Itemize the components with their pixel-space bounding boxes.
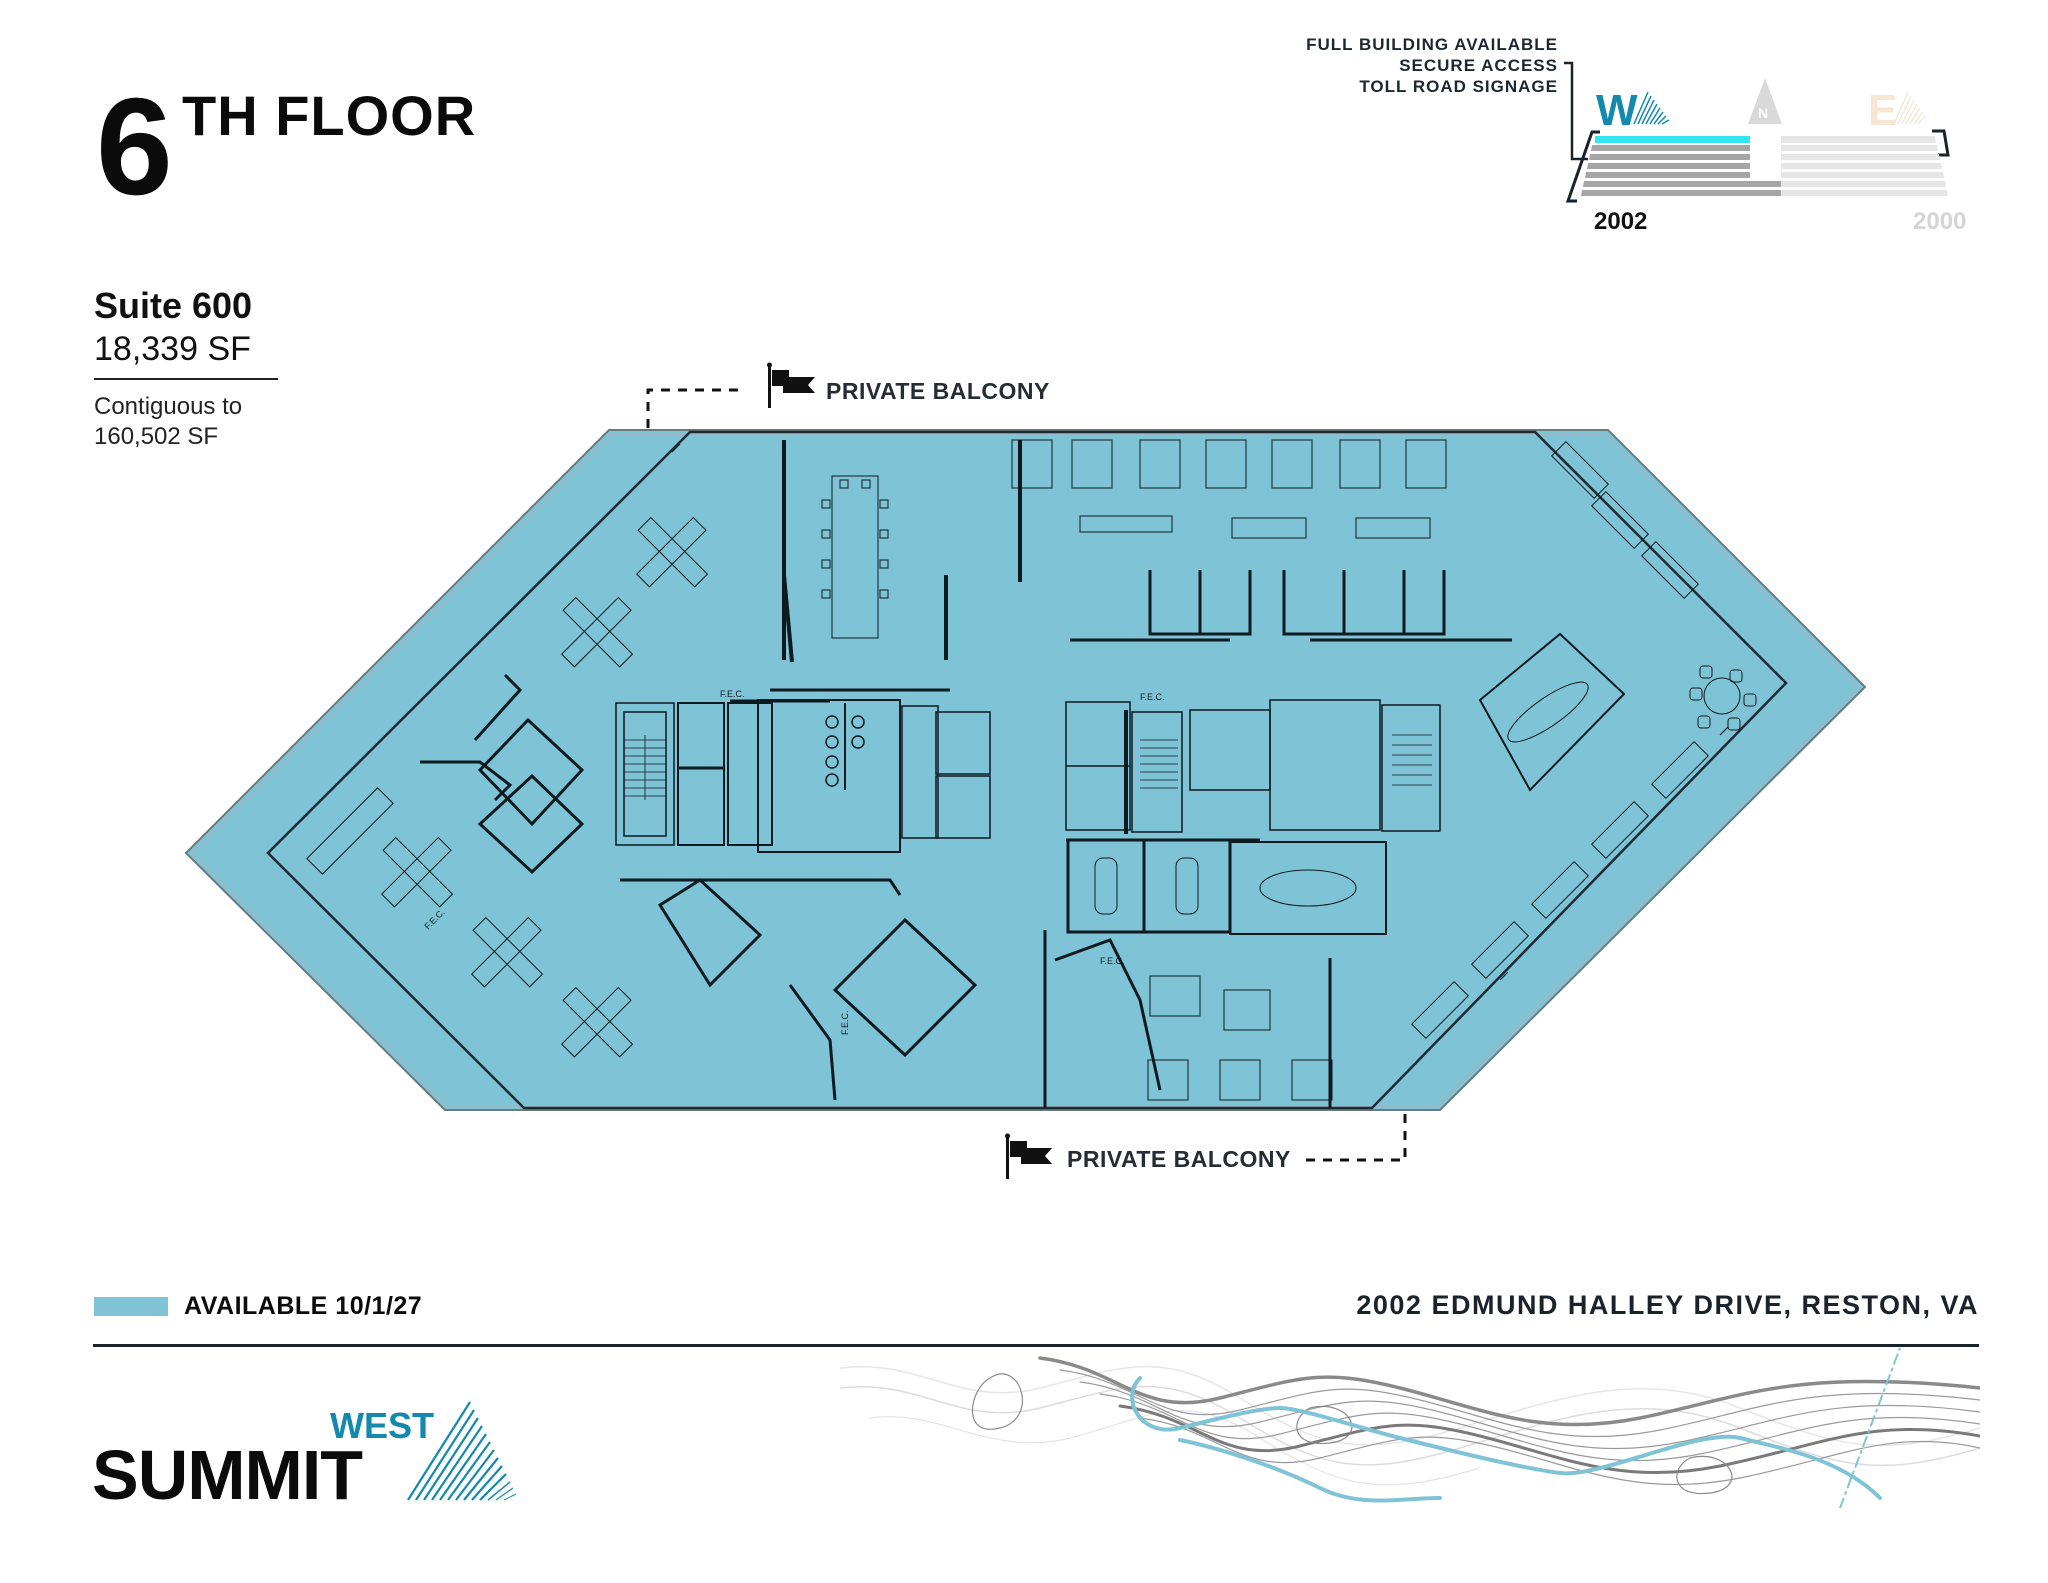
floor-plan: F.E.C. xyxy=(184,429,1867,1111)
east-building-icon: E xyxy=(1868,86,1927,135)
svg-text:N: N xyxy=(1758,105,1768,121)
east-letter: E xyxy=(1868,86,1897,135)
offices-west xyxy=(420,673,585,875)
contiguous-line-1: Contiguous to xyxy=(94,393,243,420)
floor-plate-outline xyxy=(184,429,1867,1111)
west-building-number: 2002 xyxy=(1594,208,1648,235)
feature-secure-access: SECURE ACCESS xyxy=(1399,56,1558,75)
feature-toll-road-signage: TOLL ROAD SIGNAGE xyxy=(1359,77,1558,96)
balcony-label-bottom: PRIVATE BALCONY xyxy=(1067,1146,1291,1172)
lounge-table xyxy=(1689,665,1757,731)
legend-swatch-available xyxy=(94,1297,168,1316)
west-building-floors xyxy=(1581,136,1781,196)
floor-6-highlight xyxy=(1595,136,1750,143)
conference-room-east xyxy=(1478,632,1626,792)
west-building-icon: W xyxy=(1596,86,1670,135)
east-building-floors xyxy=(1781,136,1948,196)
east-building-number: 2000 xyxy=(1913,208,1967,235)
north-arrow-icon: N xyxy=(1748,78,1782,124)
private-offices-south xyxy=(1147,958,1333,1108)
building-features: FULL BUILDING AVAILABLE SECURE ACCESS TO… xyxy=(1306,34,1558,97)
logo-west-text: WEST xyxy=(330,1405,434,1446)
contiguous-info: Contiguous to 160,502 SF xyxy=(94,392,242,452)
balcony-callout-top xyxy=(646,362,815,428)
flag-icon xyxy=(767,362,815,408)
balcony-label-top: PRIVATE BALCONY xyxy=(826,378,1050,404)
logo-mountain-icon xyxy=(407,1401,517,1501)
curtain-wall xyxy=(266,430,1788,1110)
callout-line xyxy=(1564,61,1588,161)
fec-label-north: F.E.C. xyxy=(720,689,745,699)
workstations-west xyxy=(306,516,709,1058)
fec-label-core: F.E.C. xyxy=(840,1010,850,1035)
property-address: 2002 EDMUND HALLEY DRIVE, RESTON, VA xyxy=(1356,1290,1979,1320)
feature-full-building: FULL BUILDING AVAILABLE xyxy=(1306,35,1558,54)
floor-number: 6 xyxy=(96,70,173,224)
conference-rooms-center xyxy=(1066,838,1387,935)
building-stack-diagram: W N E xyxy=(1564,61,1950,203)
west-letter: W xyxy=(1596,86,1638,135)
fec-label-core-right: F.E.C. xyxy=(1140,692,1165,702)
floor-title: TH FLOOR xyxy=(182,84,477,147)
suite-area: 18,339 SF xyxy=(94,330,251,368)
suite-divider xyxy=(94,378,278,380)
core-left xyxy=(615,688,991,853)
workstations-east xyxy=(1411,441,1709,1039)
bracket-left xyxy=(1565,130,1600,203)
fec-label-south: F.E.C. xyxy=(1100,956,1125,966)
flag-icon xyxy=(1005,1133,1052,1179)
topographic-map-decoration xyxy=(840,1348,1980,1508)
suite-name: Suite 600 xyxy=(94,285,253,326)
private-offices-top xyxy=(1011,439,1512,642)
logo-summit-text: SUMMIT xyxy=(92,1436,363,1514)
balcony-callout-bottom xyxy=(1005,1112,1407,1179)
boardroom xyxy=(782,440,1022,663)
contiguous-line-2: 160,502 SF xyxy=(94,423,219,450)
legend-label-available: AVAILABLE 10/1/27 xyxy=(184,1292,423,1320)
footer-divider xyxy=(93,1344,1979,1347)
bracket-right xyxy=(1932,129,1950,157)
offices-south-center xyxy=(620,878,1162,1108)
